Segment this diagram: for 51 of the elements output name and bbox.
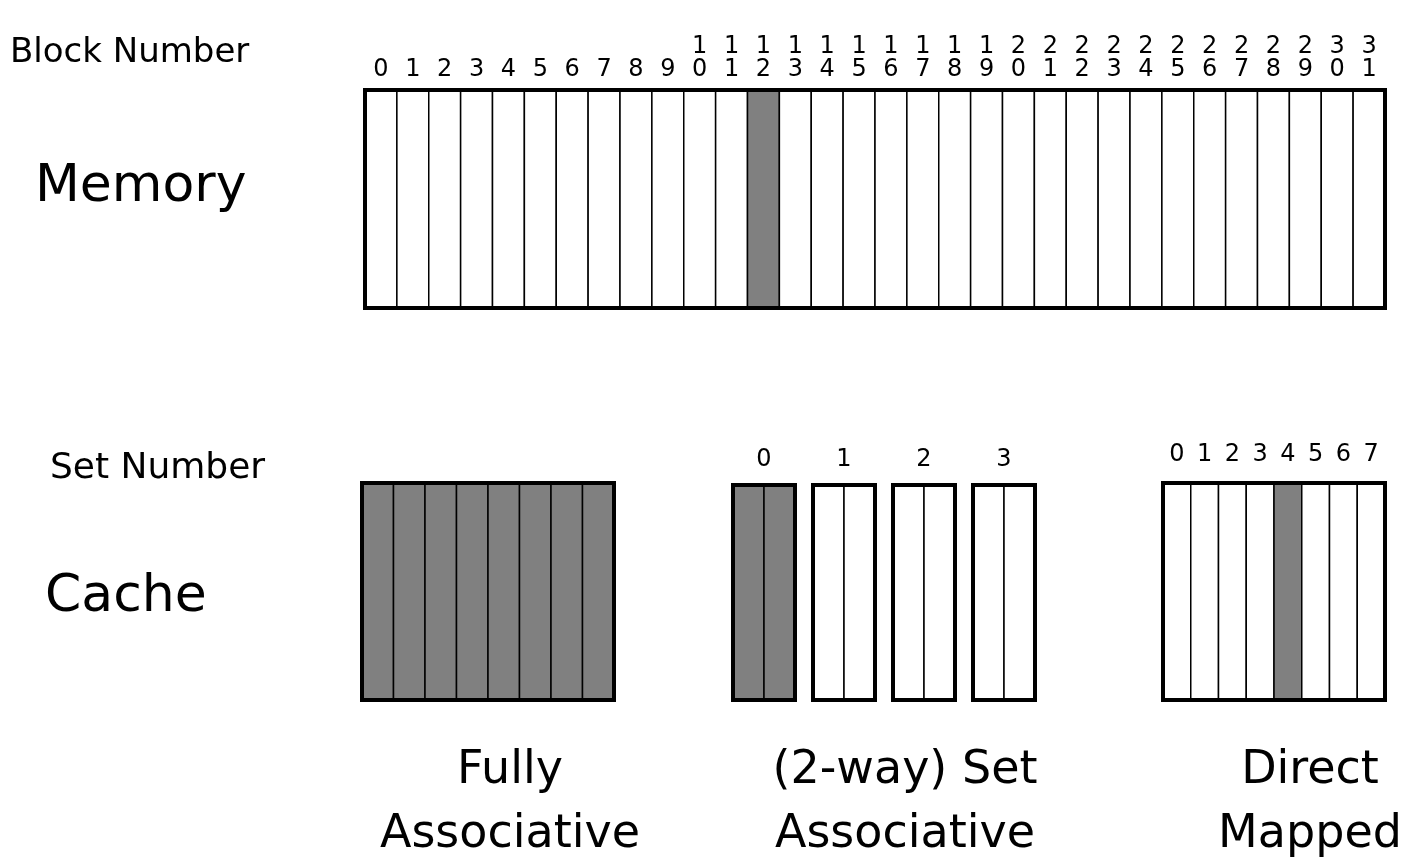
block-number: 13 xyxy=(787,34,804,80)
block-number: 16 xyxy=(882,34,899,80)
block-number: 8 xyxy=(627,57,644,80)
block-number: 15 xyxy=(851,34,868,80)
set-number: 1 xyxy=(1196,442,1213,465)
block-number: 24 xyxy=(1137,34,1154,80)
set-number: 3 xyxy=(1252,442,1269,465)
set-number: 7 xyxy=(1363,442,1380,465)
block-number: 19 xyxy=(978,34,995,80)
block-number: 26 xyxy=(1201,34,1218,80)
block-number: 28 xyxy=(1265,34,1282,80)
set-number: 2 xyxy=(916,447,932,470)
block-number: 7 xyxy=(596,57,613,80)
block-number: 12 xyxy=(755,34,772,80)
row-label: Set Number xyxy=(50,446,266,486)
set-number: 5 xyxy=(1307,442,1324,465)
block-number: 25 xyxy=(1169,34,1186,80)
set-number: 4 xyxy=(1279,442,1296,465)
block-number: 1 xyxy=(404,57,421,80)
caption: Direct Mapped xyxy=(1217,739,1403,858)
set-number: 6 xyxy=(1335,442,1352,465)
set-number: 0 xyxy=(756,447,772,470)
block-number: 9 xyxy=(659,57,676,80)
set-number: 0 xyxy=(1168,442,1185,465)
block-number: 27 xyxy=(1233,34,1250,80)
block-number: 22 xyxy=(1074,34,1091,80)
block-number: 5 xyxy=(532,57,549,80)
block-number: 3 xyxy=(468,57,485,80)
block-number: 31 xyxy=(1361,34,1378,80)
block-number: 11 xyxy=(723,34,740,80)
block-number: 14 xyxy=(819,34,836,80)
set-number: 3 xyxy=(996,447,1012,470)
block-number: 10 xyxy=(691,34,708,80)
caption: Fully Associative xyxy=(378,739,642,858)
block-number: 2 xyxy=(436,57,453,80)
block-number: 18 xyxy=(946,34,963,80)
block-number: 6 xyxy=(564,57,581,80)
block-number: 21 xyxy=(1042,34,1059,80)
block-number: 30 xyxy=(1329,34,1346,80)
caption: (2-way) Set Associative xyxy=(771,739,1039,858)
row-label: Block Number xyxy=(10,32,250,70)
block-number: 23 xyxy=(1106,34,1123,80)
section-label: Cache xyxy=(45,565,207,623)
block-number: 20 xyxy=(1010,34,1027,80)
block-number: 17 xyxy=(914,34,931,80)
block-number: 29 xyxy=(1297,34,1314,80)
block-number: 0 xyxy=(372,57,389,80)
block-number: 4 xyxy=(500,57,517,80)
set-number: 1 xyxy=(836,447,852,470)
section-label: Memory xyxy=(35,155,247,213)
set-number: 2 xyxy=(1224,442,1241,465)
